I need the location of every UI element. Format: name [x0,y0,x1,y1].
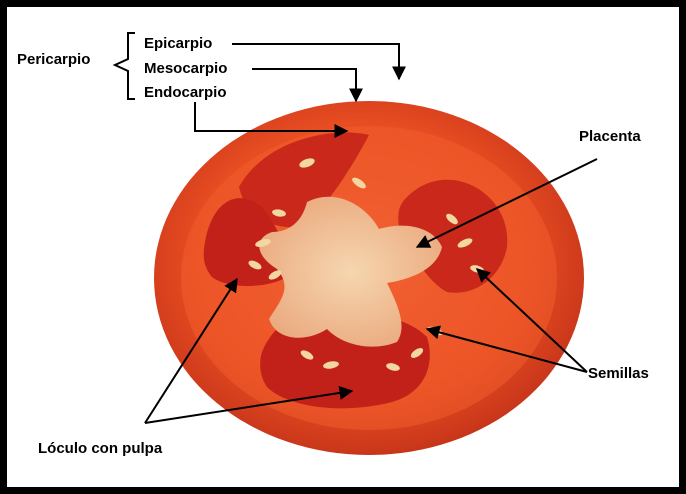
diagram-panel: Pericarpio Epicarpio Mesocarpio Endocarp… [7,7,679,487]
label-endocarpio: Endocarpio [144,84,227,102]
label-pericarpio: Pericarpio [17,51,90,69]
tomato-diagram [7,7,679,487]
pericarp-bracket [115,33,135,99]
tomato-slice [154,101,584,455]
label-loculo: Lóculo con pulpa [38,440,162,458]
label-placenta: Placenta [579,128,641,146]
label-mesocarpio: Mesocarpio [144,60,227,78]
epicarpio-arrow [232,44,399,79]
mesocarpio-arrow [252,69,356,101]
label-semillas: Semillas [588,365,649,383]
label-epicarpio: Epicarpio [144,35,212,53]
